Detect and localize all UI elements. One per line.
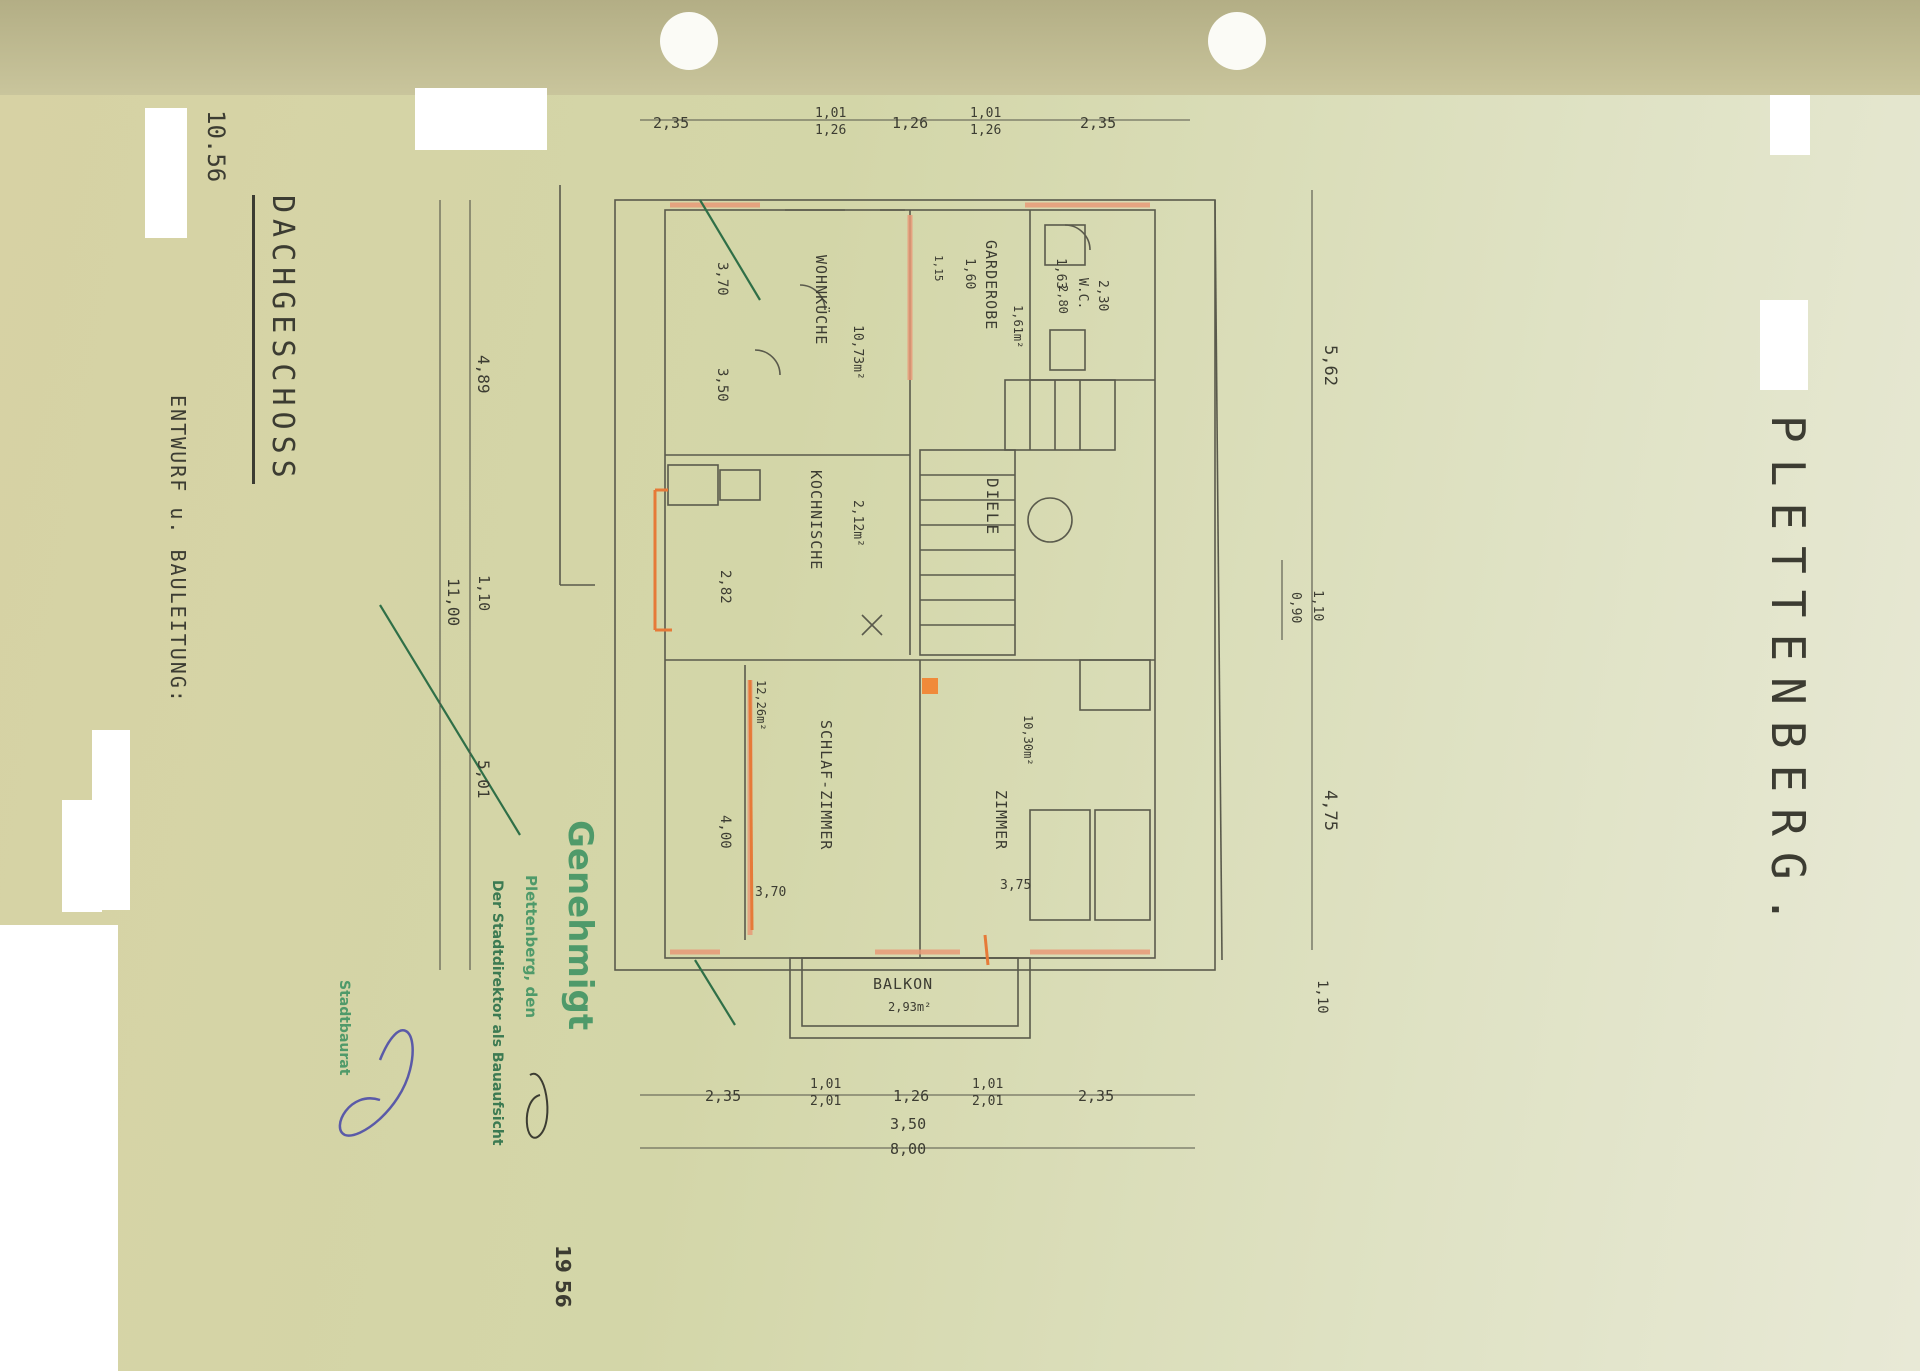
dim-bottom-6: 2,01 xyxy=(972,1094,1004,1109)
bed xyxy=(1094,809,1151,921)
orange-mark xyxy=(983,934,990,966)
wc-fixture xyxy=(1049,329,1086,371)
staircase xyxy=(919,449,1016,656)
punch-hole xyxy=(1208,12,1266,70)
dim-bottom-2: 1,01 xyxy=(810,1077,842,1092)
kitchen-fixture xyxy=(667,464,719,506)
room-balkon-area: 2,93m² xyxy=(888,1000,932,1014)
green-annotation-stroke xyxy=(699,199,761,301)
dim-top-3: 1,26 xyxy=(815,123,847,138)
punch-hole xyxy=(660,12,718,70)
dim-top-4: 1,26 xyxy=(892,114,929,132)
dim-inner-5: 3,70 xyxy=(755,885,787,900)
dim-bottom-3: 2,01 xyxy=(810,1094,842,1109)
orange-mark xyxy=(748,679,754,931)
scan-top-band xyxy=(0,0,1920,95)
green-annotation-stroke xyxy=(694,959,736,1026)
dim-top-1: 2,35 xyxy=(653,114,690,132)
redaction-patch xyxy=(1760,300,1808,390)
dim-top-6: 1,26 xyxy=(970,123,1002,138)
door-swing xyxy=(1064,224,1091,251)
door-swing xyxy=(754,349,781,376)
dim-bottom-total: 8,00 xyxy=(890,1140,927,1158)
dim-top-7: 2,35 xyxy=(1080,114,1117,132)
dim-bottom-7: 2,35 xyxy=(1078,1087,1115,1105)
redaction-patch xyxy=(0,925,118,1371)
dim-bottom-1: 2,35 xyxy=(705,1087,742,1105)
dim-bottom-4: 1,26 xyxy=(893,1087,930,1105)
roof-edge xyxy=(1214,199,1223,961)
redaction-patch xyxy=(415,88,547,150)
dim-top-2: 1,01 xyxy=(815,106,847,121)
balcony-inner xyxy=(801,957,1019,1027)
dim-inner-6: 3,75 xyxy=(1000,878,1032,893)
orange-mark xyxy=(922,678,938,694)
door-swing xyxy=(799,284,826,311)
bed xyxy=(1029,809,1091,921)
dim-top-5: 1,01 xyxy=(970,106,1002,121)
staircase-upper xyxy=(1004,379,1116,451)
green-annotation-stroke xyxy=(379,604,521,836)
dim-bottom-sub: 3,50 xyxy=(890,1115,927,1133)
kitchen-fixture xyxy=(719,469,761,501)
redaction-patch xyxy=(1770,95,1810,155)
round-table xyxy=(1027,497,1073,543)
wardrobe xyxy=(1079,659,1151,711)
room-balkon: BALKON xyxy=(873,975,934,993)
dim-bottom-5: 1,01 xyxy=(972,1077,1004,1092)
redaction-patch xyxy=(145,108,187,238)
chimney-mark xyxy=(861,614,883,636)
redaction-patch xyxy=(62,800,102,912)
outer-wall xyxy=(614,199,1216,971)
